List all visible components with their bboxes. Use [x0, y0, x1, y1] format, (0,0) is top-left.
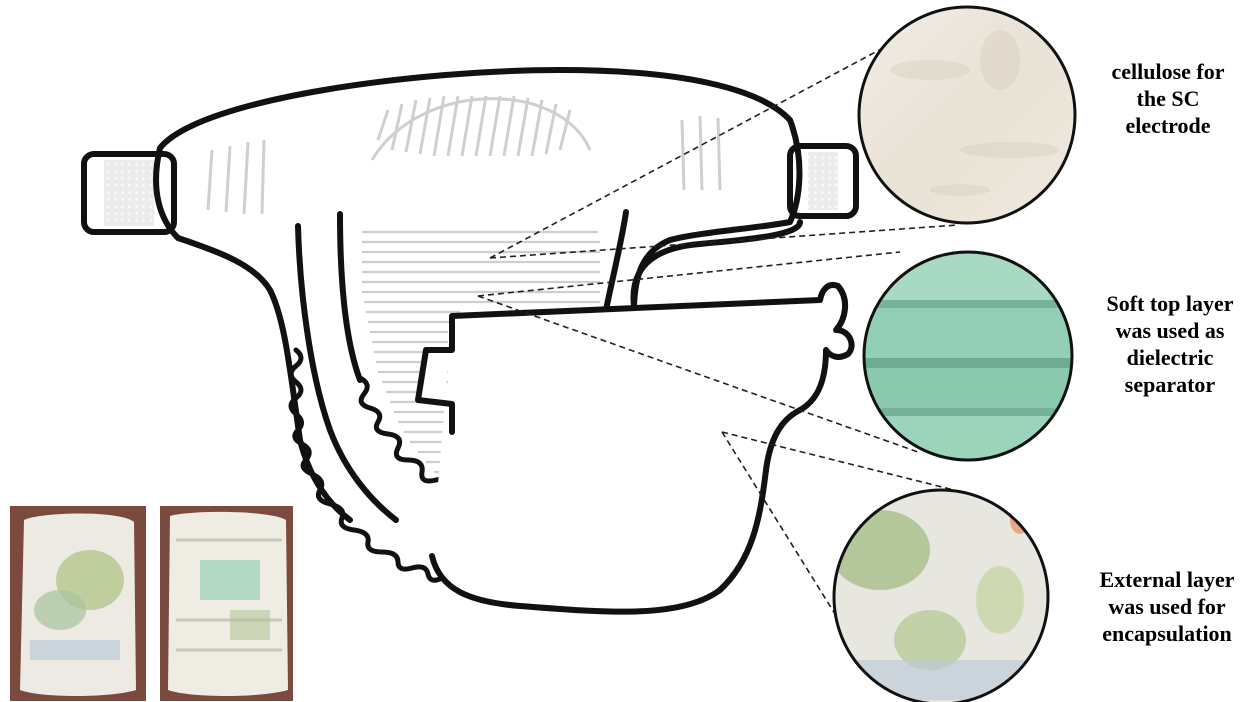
label-line: was used for: [1080, 593, 1254, 620]
label-external-layer: External layer was used for encapsulatio…: [1080, 566, 1254, 647]
label-cellulose: cellulose for the SC electrode: [1093, 58, 1243, 139]
label-line: electrode: [1093, 112, 1243, 139]
label-line: encapsulation: [1080, 620, 1254, 647]
external-layer-photo-disc: [830, 490, 1048, 702]
label-line: Soft top layer: [1083, 290, 1257, 317]
diaper-photo-side: [160, 506, 293, 701]
left-side-tab: [84, 154, 174, 232]
label-line: External layer: [1080, 566, 1254, 593]
front-panel-outline: [418, 285, 852, 612]
label-line: separator: [1083, 371, 1257, 398]
label-line: was used as: [1083, 317, 1257, 344]
diaper-photo-front: [10, 506, 146, 701]
label-line: dielectric: [1083, 344, 1257, 371]
label-top-layer: Soft top layer was used as dielectric se…: [1083, 290, 1257, 398]
top-layer-photo-disc: [860, 250, 1080, 466]
label-line: the SC: [1093, 85, 1243, 112]
label-line: cellulose for: [1093, 58, 1243, 85]
waistband-hatching: [208, 96, 720, 214]
cellulose-photo-disc: [859, 7, 1075, 223]
